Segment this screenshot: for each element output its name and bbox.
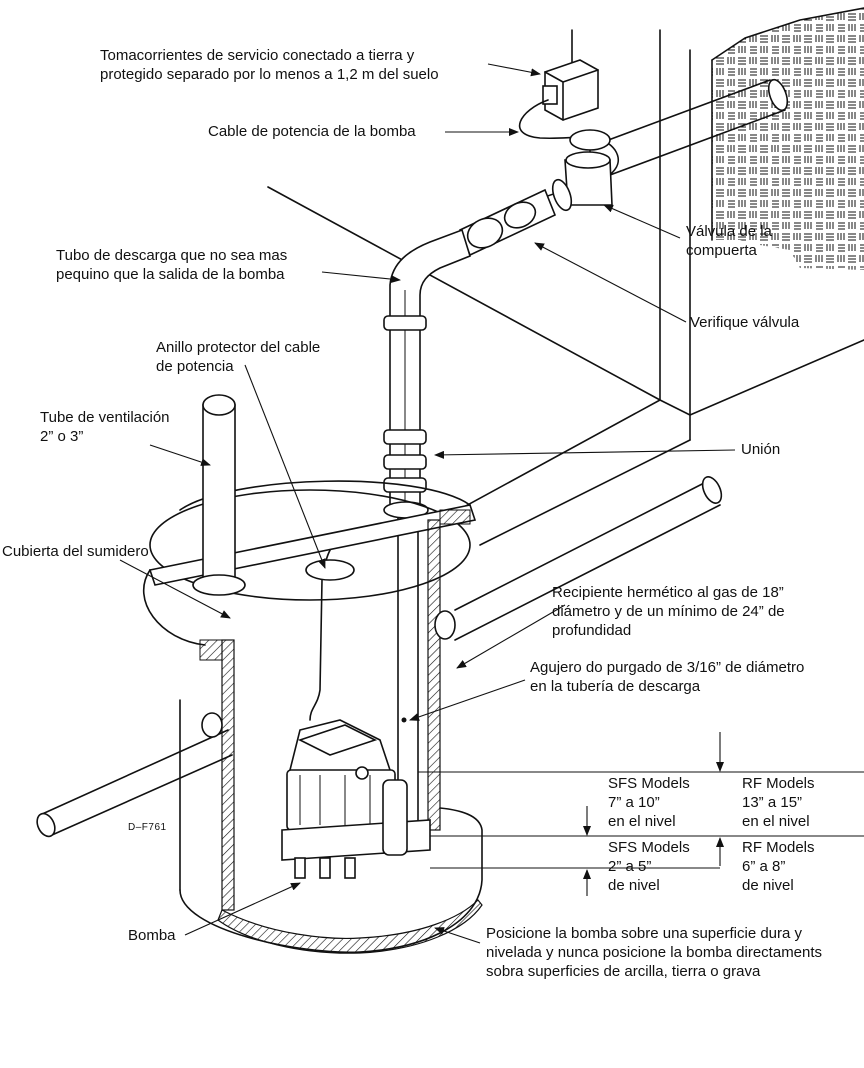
label-union: Unión [741,440,780,459]
drawing-id-text: D–F761 [128,822,167,833]
discharge-pipe-drawing [383,228,471,831]
label-union-line-1: Unión [741,441,781,458]
outlet-box [542,29,599,121]
inlet-pipes [36,476,723,838]
label-vent-pipe: Tube de ventilación 2” o 3” [40,408,170,446]
gate-valve-drawing [551,129,613,212]
label-sfs-on-level: SFS Models 7” a 10” en el nivel [608,774,690,831]
label-vent-pipe-line-1: Tube de ventilación [40,409,170,426]
label-bleed-hole-line-1: Agujero do purgado de 3/16” de diámetro [530,659,805,676]
leader-lines [119,63,736,944]
label-discharge-pipe-line-1: Tubo de descarga que no sea mas [56,247,288,264]
label-sump-cover-line-1: Cubierta del sumidero [2,543,149,560]
label-bleed-hole-line-2: en la tubería de descarga [530,678,701,695]
cable-grommet-drawing [305,559,355,581]
label-sfs-on-line-2: 7” a 10” [608,794,660,811]
label-vent-pipe-line-2: 2” o 3” [40,428,84,445]
label-rf-on-line-3: en el nivel [742,813,810,830]
label-basin-line-1: Recipiente hermético al gas de 18” [552,584,784,601]
label-rf-off-level: RF Models 6” a 8” de nivel [742,838,815,895]
check-valve-drawing [458,188,557,257]
label-outlet-line-2: protegido separado por lo menos a 1,2 m … [100,66,439,83]
label-basin-line-3: profundidad [552,622,632,639]
label-sump-cover: Cubierta del sumidero [2,542,149,561]
label-sfs-on-line-1: SFS Models [608,775,690,792]
level-lines [418,732,864,896]
label-sfs-off-line-3: de nivel [608,877,660,894]
label-rf-off-line-2: 6” a 8” [742,858,786,875]
brick-wall [711,7,864,270]
label-placement-line-2: nivelada y nunca posicione la bomba dire… [486,944,823,961]
label-sfs-off-line-2: 2” a 5” [608,858,652,875]
room-lines [267,29,864,546]
label-rf-on-line-1: RF Models [742,775,815,792]
drawing-id: D–F761 [128,818,167,837]
label-discharge-pipe-line-2: pequino que la salida de la bomba [56,266,285,283]
sump-basin [143,480,483,954]
label-placement-line-1: Posicione la bomba sobre una superficie … [486,925,803,942]
label-outlet-line-1: Tomacorrientes de servicio conectado a t… [100,47,415,64]
label-grommet-line-1: Anillo protector del cable [156,339,321,356]
pump-drawing [281,719,431,879]
outside-discharge-pipe [594,78,789,176]
label-gate-valve: Válvula de la compuerta [686,222,772,260]
label-placement-line-3: sobra superficies de arcilla, tierra o g… [486,963,761,980]
label-sfs-on-line-3: en el nivel [608,813,676,830]
label-rf-on-level: RF Models 13” a 15” en el nivel [742,774,815,831]
label-power-cable-line-1: Cable de potencia de la bomba [208,123,416,140]
label-grommet: Anillo protector del cable de potencia [156,338,320,376]
label-rf-off-line-3: de nivel [742,877,794,894]
label-gate-valve-line-2: compuerta [686,242,757,259]
label-check-valve: Verifique válvula [690,313,799,332]
label-sfs-off-line-1: SFS Models [608,839,690,856]
label-sfs-off-level: SFS Models 2” a 5” de nivel [608,838,690,895]
label-basin-line-2: diámetro y de un mínimo de 24” de [552,603,785,620]
label-power-cable: Cable de potencia de la bomba [208,122,416,141]
label-placement: Posicione la bomba sobre una superficie … [486,924,822,981]
label-bleed-hole: Agujero do purgado de 3/16” de diámetro … [530,658,804,696]
label-check-valve-line-1: Verifique válvula [690,314,800,331]
label-pump: Bomba [128,926,176,945]
label-basin: Recipiente hermético al gas de 18” diáme… [552,583,785,640]
vent-pipe-drawing [192,394,246,596]
label-outlet: Tomacorrientes de servicio conectado a t… [100,46,439,84]
label-pump-line-1: Bomba [128,927,176,944]
label-grommet-line-2: de potencia [156,358,234,375]
label-discharge-pipe: Tubo de descarga que no sea mas pequino … [56,246,287,284]
label-rf-on-line-2: 13” a 15” [742,794,803,811]
label-gate-valve-line-1: Válvula de la [686,223,772,240]
label-rf-off-line-1: RF Models [742,839,815,856]
